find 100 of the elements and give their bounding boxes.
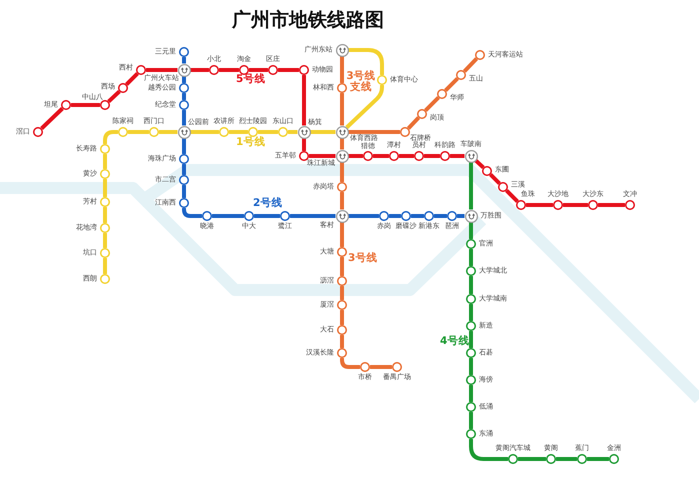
station-marker-icon: [466, 375, 476, 385]
metro-line: [103, 130, 118, 144]
metro-line: [182, 138, 186, 154]
metro-line: [469, 358, 473, 375]
metro-line: [146, 68, 178, 72]
station-marker-icon: [100, 197, 110, 207]
metro-line: [450, 154, 464, 158]
station-marker-icon: [392, 362, 402, 372]
station-marker-icon: [553, 200, 563, 210]
transfer-station-icon: [298, 126, 310, 138]
transfer-station-icon: [336, 44, 348, 56]
station-marker-icon: [118, 127, 128, 137]
line-label: 3号线支线: [346, 71, 376, 94]
metro-line: [370, 365, 392, 369]
metro-line: [71, 103, 100, 107]
metro-line: [489, 173, 501, 185]
metro-line: [406, 116, 420, 130]
station-marker-icon: [100, 223, 110, 233]
metro-line: [348, 48, 384, 75]
metro-line: [518, 457, 546, 461]
station-marker-icon: [437, 89, 447, 99]
station-marker-icon: [118, 83, 128, 93]
station-marker-icon: [337, 325, 347, 335]
station-marker-icon: [466, 348, 476, 358]
station-marker-icon: [100, 144, 110, 154]
metro-line: [103, 258, 107, 274]
station-marker-icon: [379, 211, 389, 221]
metro-line: [288, 130, 298, 134]
station-marker-icon: [278, 127, 288, 137]
transfer-station-icon: [464, 210, 478, 222]
station-marker-icon: [363, 151, 373, 161]
metro-line: [302, 75, 306, 126]
metro-line: [107, 90, 121, 104]
line-label: 1号线: [236, 137, 266, 148]
station-marker-icon: [337, 276, 347, 286]
station-marker-icon: [508, 454, 518, 464]
metro-line: [182, 185, 186, 198]
metro-line: [469, 276, 473, 294]
station-marker-icon: [337, 247, 347, 257]
transfer-station-icon: [336, 126, 348, 138]
metro-line: [469, 162, 473, 210]
station-marker-icon: [100, 169, 110, 179]
station-marker-icon: [179, 154, 189, 164]
station-marker-icon: [179, 83, 189, 93]
metro-line: [389, 214, 401, 218]
metro-line: [457, 214, 464, 218]
station-marker-icon: [149, 127, 159, 137]
station-marker-icon: [360, 362, 370, 372]
transfer-station-icon: [178, 126, 190, 138]
station-marker-icon: [337, 300, 347, 310]
station-marker-icon: [456, 70, 466, 80]
station-marker-icon: [466, 294, 476, 304]
station-marker-icon: [466, 321, 476, 331]
metro-line: [340, 93, 344, 126]
station-marker-icon: [625, 200, 635, 210]
metro-line: [159, 130, 178, 134]
station-marker-icon: [61, 100, 71, 110]
metro-line: [444, 77, 459, 92]
metro-line: [469, 304, 473, 321]
metro-line: [469, 412, 473, 429]
metro-line: [598, 203, 625, 207]
metro-line: [469, 331, 473, 348]
metro-line: [474, 158, 485, 170]
metro-line: [229, 130, 248, 134]
metro-line: [340, 138, 344, 150]
metro-line: [258, 130, 278, 134]
line-label: 4号线: [440, 336, 470, 348]
station-marker-icon: [179, 175, 189, 185]
metro-line: [128, 130, 149, 134]
line-label: 2号线: [253, 198, 282, 210]
metro-line: [340, 335, 344, 348]
metro-line: [340, 222, 344, 247]
station-marker-icon: [400, 127, 410, 137]
station-marker-icon: [100, 100, 110, 110]
metro-line: [526, 203, 553, 207]
metro-line: [103, 179, 107, 197]
map-title: 广州市地铁线路图: [232, 9, 384, 32]
metro-line: [373, 154, 389, 158]
metro-line: [587, 457, 609, 461]
station-marker-icon: [466, 429, 476, 439]
transfer-station-icon: [336, 150, 348, 162]
station-marker-icon: [546, 454, 556, 464]
metro-line: [424, 154, 440, 158]
metro-line: [309, 154, 336, 158]
station-marker-icon: [136, 65, 146, 75]
metro-line: [182, 76, 186, 83]
transfer-station-icon: [336, 210, 348, 222]
metro-line: [249, 68, 268, 72]
station-marker-icon: [475, 50, 485, 60]
station-marker-icon: [244, 211, 254, 221]
station-marker-icon: [299, 65, 309, 75]
metro-line: [212, 214, 244, 218]
station-marker-icon: [377, 75, 387, 85]
station-marker-icon: [424, 211, 434, 221]
metro-line: [182, 208, 202, 218]
station-marker-icon: [401, 211, 411, 221]
metro-line: [219, 68, 239, 72]
metro-line: [469, 249, 473, 266]
station-marker-icon: [466, 402, 476, 412]
line-label: 3号线: [348, 253, 378, 264]
